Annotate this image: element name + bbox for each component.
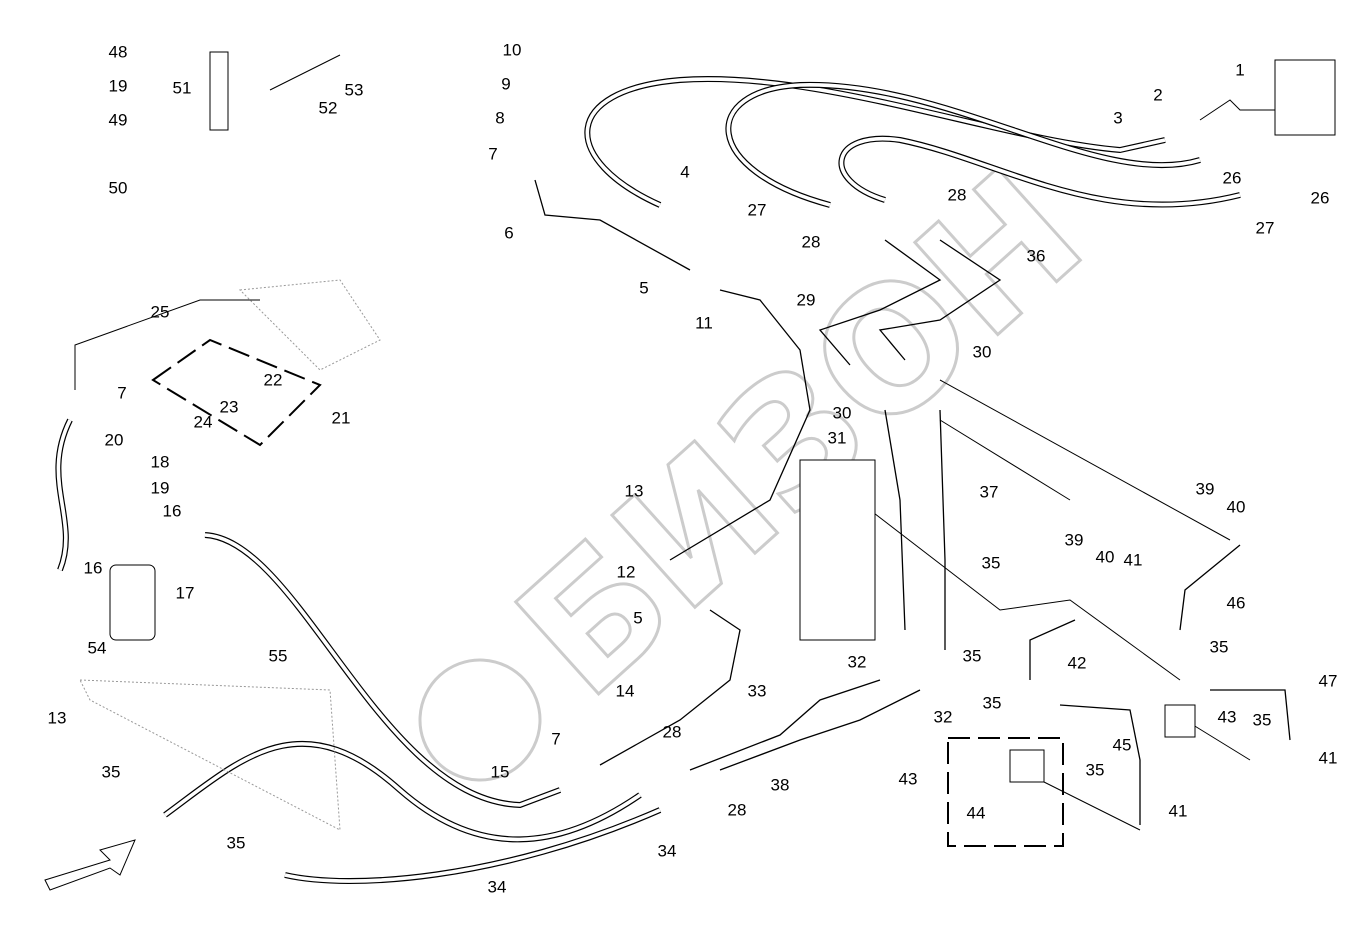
callout-number: 22 [264, 371, 283, 390]
callout-number: 54 [88, 639, 107, 658]
callout-number: 20 [105, 431, 124, 450]
callout-number: 34 [488, 878, 507, 897]
svg-text:БИЗОН: БИЗОН [482, 133, 1119, 735]
callout-number: 14 [616, 682, 635, 701]
callout-number: 45 [1113, 736, 1132, 755]
callout-number: 10 [503, 41, 522, 60]
callout-number: 35 [982, 554, 1001, 573]
callout-number: 37 [980, 483, 999, 502]
callout-number: 35 [983, 694, 1002, 713]
callout-number: 48 [109, 43, 128, 62]
callout-number: 44 [967, 804, 986, 823]
callout-number: 7 [117, 384, 126, 403]
callout-number: 27 [748, 201, 767, 220]
callout-number: 19 [109, 77, 128, 96]
callout-number: 9 [501, 75, 510, 94]
callout-number: 41 [1169, 802, 1188, 821]
watermark: БИЗОН [418, 132, 1121, 782]
hoses [55, 54, 1291, 885]
callout-number: 18 [151, 453, 170, 472]
callout-number: 38 [771, 776, 790, 795]
callout-number: 40 [1096, 548, 1115, 567]
filter [109, 564, 156, 641]
callout-number: 3 [1113, 109, 1122, 128]
callout-number: 16 [84, 559, 103, 578]
callout-number: 35 [963, 647, 982, 666]
steering-unit [1274, 59, 1336, 136]
callout-number: 2 [1153, 86, 1162, 105]
callout-number: 43 [1218, 708, 1237, 727]
callout-number: 6 [504, 224, 513, 243]
callout-number: 15 [491, 763, 510, 782]
callout-number: 39 [1065, 531, 1084, 550]
callout-number: 8 [495, 109, 504, 128]
callout-number: 52 [319, 99, 338, 118]
callout-number: 33 [748, 682, 767, 701]
callout-number: 13 [48, 709, 67, 728]
callout-number: 17 [176, 584, 195, 603]
callout-number: 21 [332, 409, 351, 428]
callout-number: 41 [1124, 551, 1143, 570]
callout-number: 30 [833, 404, 852, 423]
callout-number: 16 [163, 502, 182, 521]
callout-number: 55 [269, 647, 288, 666]
callout-number: 42 [1068, 654, 1087, 673]
callout-number: 53 [345, 81, 364, 100]
callout-number: 43 [899, 770, 918, 789]
callouts: 4819495051525310987645111232626272728283… [48, 41, 1338, 897]
callout-number: 35 [227, 834, 246, 853]
callout-number: 5 [633, 609, 642, 628]
callout-number: 35 [1086, 761, 1105, 780]
callout-number: 7 [488, 145, 497, 164]
callout-number: 50 [109, 179, 128, 198]
callout-number: 39 [1196, 480, 1215, 499]
callout-number: 25 [151, 303, 170, 322]
callout-number: 26 [1311, 189, 1330, 208]
callout-number: 1 [1235, 61, 1244, 80]
components [44, 51, 1336, 891]
callout-number: 24 [194, 413, 213, 432]
callout-number: 46 [1227, 594, 1246, 613]
callout-number: 11 [695, 314, 713, 333]
callout-number: 12 [617, 563, 636, 582]
callout-number: 32 [934, 708, 953, 727]
callout-number: 5 [639, 279, 648, 298]
callout-number: 49 [109, 111, 128, 130]
callout-number: 29 [797, 291, 816, 310]
callout-number: 47 [1319, 672, 1338, 691]
callout-number: 30 [973, 343, 992, 362]
callout-number: 35 [1210, 638, 1229, 657]
callout-number: 31 [828, 429, 847, 448]
callout-number: 7 [551, 730, 560, 749]
sleeve [209, 51, 229, 131]
callout-number: 35 [1253, 711, 1272, 730]
direction-arrow-icon [44, 839, 136, 891]
callout-number: 28 [728, 801, 747, 820]
callout-number: 23 [220, 398, 239, 417]
control-valve [799, 459, 876, 641]
callout-number: 40 [1227, 498, 1246, 517]
callout-number: 26 [1223, 169, 1242, 188]
callout-number: 19 [151, 479, 170, 498]
callout-number: 28 [663, 723, 682, 742]
callout-number: 27 [1256, 219, 1275, 238]
callout-number: 36 [1027, 247, 1046, 266]
callout-number: 4 [680, 163, 689, 182]
callout-number: 51 [173, 79, 192, 98]
callout-number: 35 [102, 763, 121, 782]
callout-number: 28 [802, 233, 821, 252]
callout-number: 34 [658, 842, 677, 861]
callout-number: 41 [1319, 749, 1338, 768]
callout-number: 28 [948, 186, 967, 205]
callout-number: 32 [848, 653, 867, 672]
callout-number: 13 [625, 482, 644, 501]
